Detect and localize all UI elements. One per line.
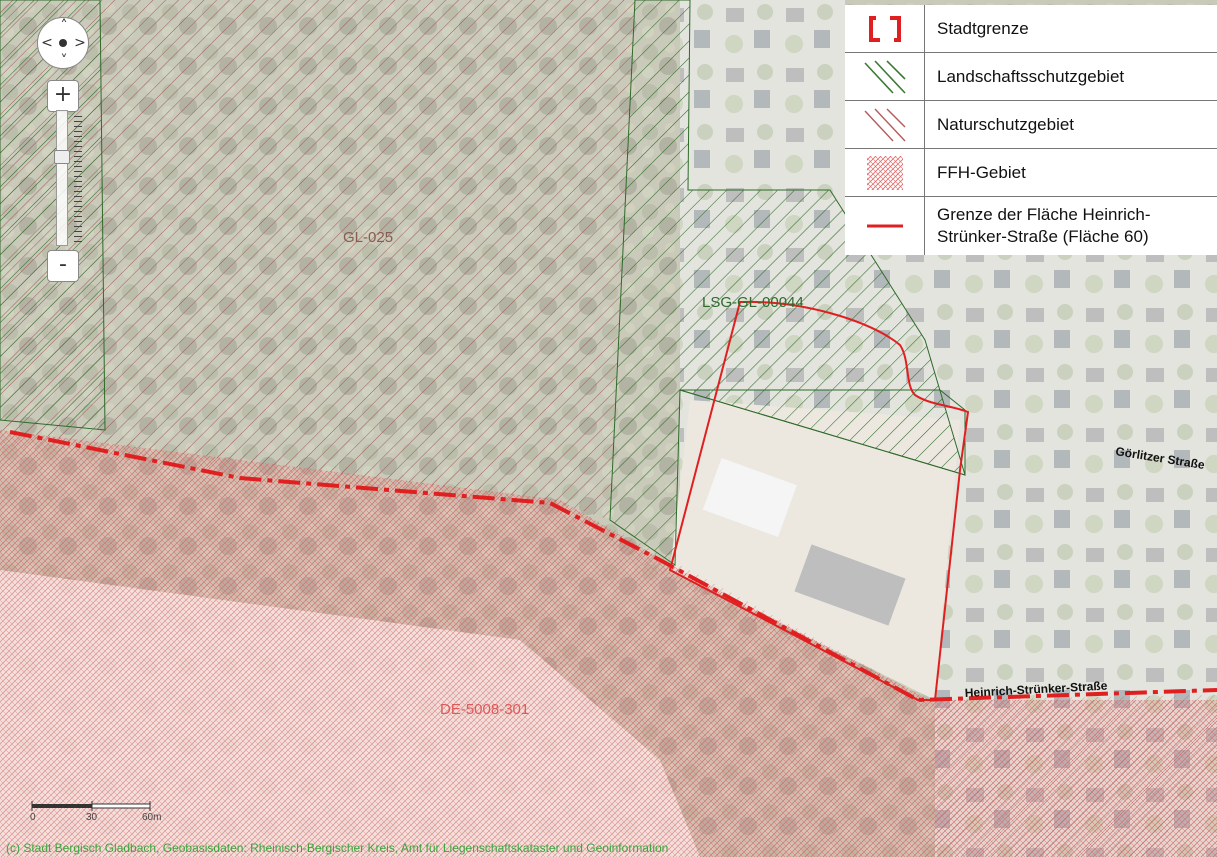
stadtgrenze-icon — [845, 5, 925, 52]
legend-row-naturschutz: Naturschutzgebiet — [845, 101, 1217, 149]
label-de-5008-301: DE-5008-301 — [440, 701, 529, 718]
scale-bar: 0 30 60m — [30, 800, 161, 823]
landschaftsschutz-hatch-icon — [845, 53, 925, 100]
legend-label: Landschaftsschutzgebiet — [937, 66, 1125, 86]
pan-up-icon[interactable]: ˄ — [60, 18, 68, 34]
flaeche-line-icon — [845, 197, 925, 255]
naturschutz-hatch-icon — [845, 101, 925, 148]
legend-row-flaeche: Grenze der Fläche Heinrich- Strünker-Str… — [845, 197, 1217, 255]
building-roof — [794, 544, 906, 626]
legend-row-ffh: FFH-Gebiet — [845, 149, 1217, 197]
naturschutzgebiet-strip — [0, 420, 1217, 857]
legend-row-landschaftsschutz: Landschaftsschutzgebiet — [845, 53, 1217, 101]
legend-label-line1: Grenze der Fläche Heinrich- — [937, 205, 1151, 224]
scale-label-0: 0 — [30, 812, 36, 823]
naturschutzgebiet-gl025 — [0, 0, 635, 520]
zoom-ticks — [74, 116, 82, 242]
pan-down-icon[interactable]: ˅ — [60, 53, 68, 69]
legend-row-stadtgrenze: Stadtgrenze — [845, 5, 1217, 53]
legend-label-multiline: Grenze der Fläche Heinrich- Strünker-Str… — [925, 204, 1151, 248]
scale-label-60m: 60m — [142, 812, 162, 823]
flaeche-60-boundary[interactable] — [668, 300, 970, 701]
zoom-track[interactable] — [56, 110, 68, 246]
scale-label-30: 30 — [86, 812, 98, 823]
zoom-slider-handle[interactable] — [54, 150, 70, 164]
building-hall — [702, 457, 797, 537]
ffh-core-hatch — [0, 570, 700, 857]
label-gl-025: GL-025 — [343, 229, 393, 246]
ffh-hatch-icon — [845, 149, 925, 196]
pan-control[interactable]: ˄ ˅ < > — [37, 17, 89, 69]
zoom-out-button[interactable]: - — [47, 250, 79, 282]
legend-label: Naturschutzgebiet — [937, 114, 1075, 134]
map-legend: Stadtgrenze Landschaftsschutzgebiet Natu… — [845, 5, 1217, 255]
zoom-in-button[interactable]: + — [47, 80, 79, 112]
legend-label: Stadtgrenze — [937, 18, 1029, 38]
legend-label: FFH-Gebiet — [937, 162, 1026, 182]
label-lsg-gl-00044: LSG-GL-00044 — [702, 294, 804, 311]
map-attribution: (c) Stadt Bergisch Gladbach, Geobasisdat… — [6, 841, 669, 855]
landschaftsschutz-lsg-gl-00044 — [609, 0, 966, 566]
pan-center-icon[interactable] — [59, 39, 67, 47]
pan-right-icon[interactable]: > — [74, 35, 86, 51]
legend-label-line2: Strünker-Straße (Fläche 60) — [937, 227, 1149, 246]
stadtgrenze-line — [9, 430, 1217, 703]
pan-left-icon[interactable]: < — [41, 35, 53, 51]
